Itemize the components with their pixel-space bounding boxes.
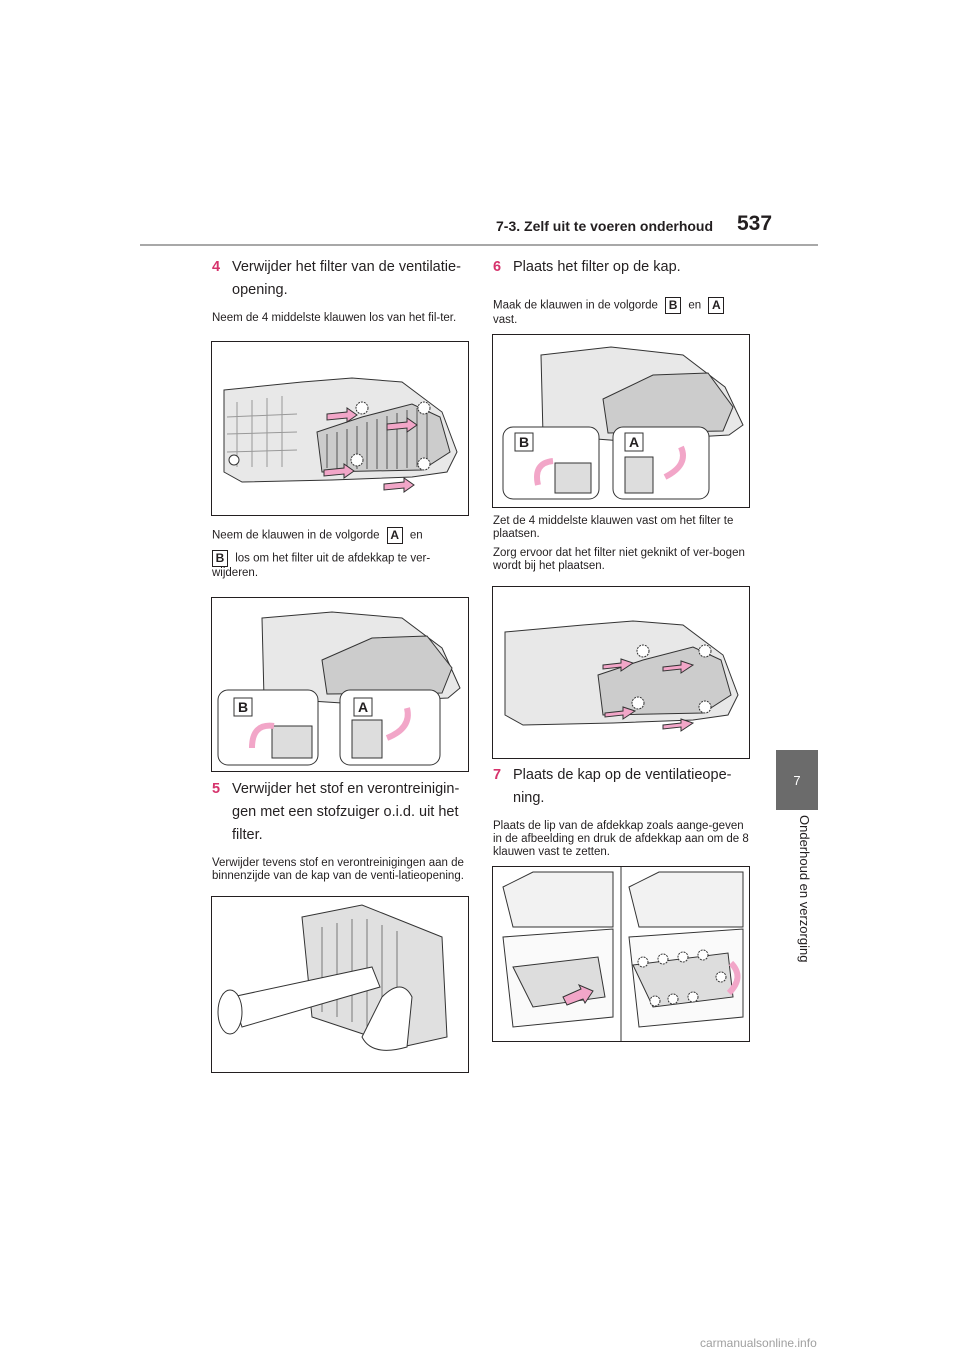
step-6: 6 Plaats het filter op de kap. [493, 256, 751, 279]
illustration-press-claws [492, 586, 750, 759]
step-5-block: 5 Verwijder het stof en verontreinigin-g… [212, 778, 470, 883]
right-column: 6 Plaats het filter op de kap. Maak de k… [493, 256, 751, 327]
step-4-sequence: Neem de klauwen in de volgorde A en B lo… [212, 527, 470, 580]
svg-text:A: A [358, 699, 368, 715]
step-number: 4 [212, 259, 221, 275]
step-title: Plaats het filter op de kap. [513, 259, 681, 275]
step-7: 7 Plaats de kap op de ventilatieope-ning… [493, 764, 751, 810]
step-6-notes: Zet de 4 middelste klauwen vast om het f… [493, 515, 751, 573]
illustration-remove-filter [211, 341, 469, 516]
svg-text:B: B [238, 699, 248, 715]
illustration-attach-filter: B A [492, 334, 750, 508]
step-6-text-1a: Maak de klauwen in de volgorde [493, 299, 658, 312]
key-b: B [665, 297, 682, 314]
attach-drawing: B A [502, 346, 744, 500]
step-4-text-2a: Neem de klauwen in de volgorde [212, 529, 380, 542]
step-number: 5 [212, 781, 221, 797]
step-title: Verwijder het filter van de ventilatie-o… [232, 259, 461, 298]
step-number: 6 [493, 259, 502, 275]
step-7-text: Plaats de lip van de afdekkap zoals aang… [493, 820, 749, 858]
step-number: 7 [493, 767, 502, 783]
step-title: Verwijder het stof en verontreinigin-gen… [232, 781, 460, 843]
watermark: carmanualsonline.info [700, 1336, 817, 1350]
chapter-tab: 7 [776, 750, 818, 810]
step-5: 5 Verwijder het stof en verontreinigin-g… [212, 778, 470, 847]
chapter-label: Onderhoud en verzorging [797, 815, 812, 963]
step-4-text-2b: en [409, 529, 423, 542]
step-6-text-2: Zet de 4 middelste klauwen vast om het f… [493, 515, 734, 540]
step-4-text-2c: los om het filter uit de afdekkap te ver… [212, 552, 431, 579]
step-7-block: 7 Plaats de kap op de ventilatieope-ning… [493, 764, 751, 859]
section-title: 7-3. Zelf uit te voeren onderhoud [496, 218, 714, 234]
header-rule [140, 244, 818, 246]
svg-text:B: B [519, 434, 529, 450]
step-4: 4 Verwijder het filter van de ventilatie… [212, 256, 470, 302]
install-cover-drawing [502, 867, 744, 1041]
illustration-claw-order-remove: B A [211, 597, 469, 772]
step-6-text-1c: vast. [493, 314, 518, 326]
step-4-text: Neem de 4 middelste klauwen los van het … [212, 312, 457, 324]
left-column: 4 Verwijder het filter van de ventilatie… [212, 256, 470, 325]
vacuum-drawing [217, 904, 448, 1051]
filter-cover-drawing [223, 377, 458, 493]
step-title: Plaats de kap op de ventilatieope-ning. [513, 767, 732, 806]
press-claws-drawing [504, 620, 739, 732]
illustration-vacuum-filter [211, 896, 469, 1073]
key-a: A [386, 527, 403, 544]
page-number: 537 [737, 212, 773, 235]
key-b: B [212, 550, 228, 567]
step-5-text: Verwijder tevens stof en verontreiniging… [212, 857, 464, 882]
svg-text:A: A [629, 434, 639, 450]
step-6-text-1b: en [688, 299, 702, 312]
step-6-text-3: Zorg ervoor dat het filter niet geknikt … [493, 547, 745, 572]
key-a: A [708, 297, 725, 314]
illustration-install-cover [492, 866, 750, 1042]
claw-detail-drawing: B A [217, 611, 461, 766]
